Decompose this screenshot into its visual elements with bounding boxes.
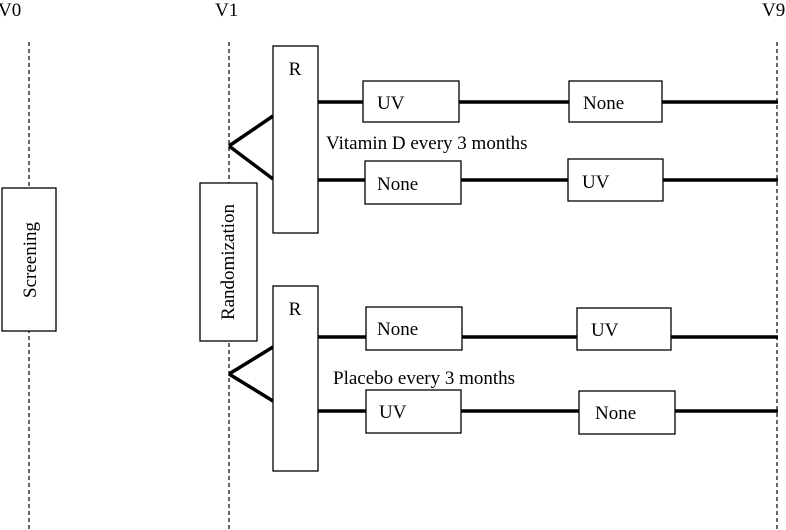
visit-label-v0: V0 [0,0,21,21]
arm3-period2-label: UV [591,320,619,341]
arm2-period2-box [567,158,664,202]
arm3-period2-box [576,307,672,351]
arm3-period1-box [365,306,463,351]
r-box-bottom [272,285,319,472]
visit-label-v9: V9 [762,0,785,21]
arm4-period1-box [365,389,462,434]
branch-line-bottom-lower [228,372,274,403]
arm1-period2-box [568,80,663,123]
r-box-top-label: R [289,59,302,80]
arm1-period2-label: None [583,93,624,114]
arm4-period1-label: UV [379,402,407,423]
arm1-period1-box [362,80,460,123]
r-box-top [272,45,319,234]
arm2-period1-label: None [377,174,418,195]
branch-line-top-lower [227,144,275,181]
group-label-vitamin-d: Vitamin D every 3 months [326,133,528,154]
group-label-placebo: Placebo every 3 months [333,368,515,389]
arm2-period2-label: UV [582,172,610,193]
r-box-bottom-label: R [289,299,302,320]
branch-line-bottom-upper [228,345,274,376]
randomization-label: Randomization [218,203,239,320]
branch-line-top-upper [228,114,274,148]
arm4-period2-label: None [595,403,636,424]
screening-label: Screening [20,222,41,298]
screening-box [1,187,57,332]
randomization-box [199,182,258,342]
arm1-period1-label: UV [377,93,405,114]
arm4-period2-box [578,390,676,435]
visit-label-v1: V1 [215,0,238,21]
arm3-period1-label: None [377,319,418,340]
arm2-period1-box [364,160,462,205]
